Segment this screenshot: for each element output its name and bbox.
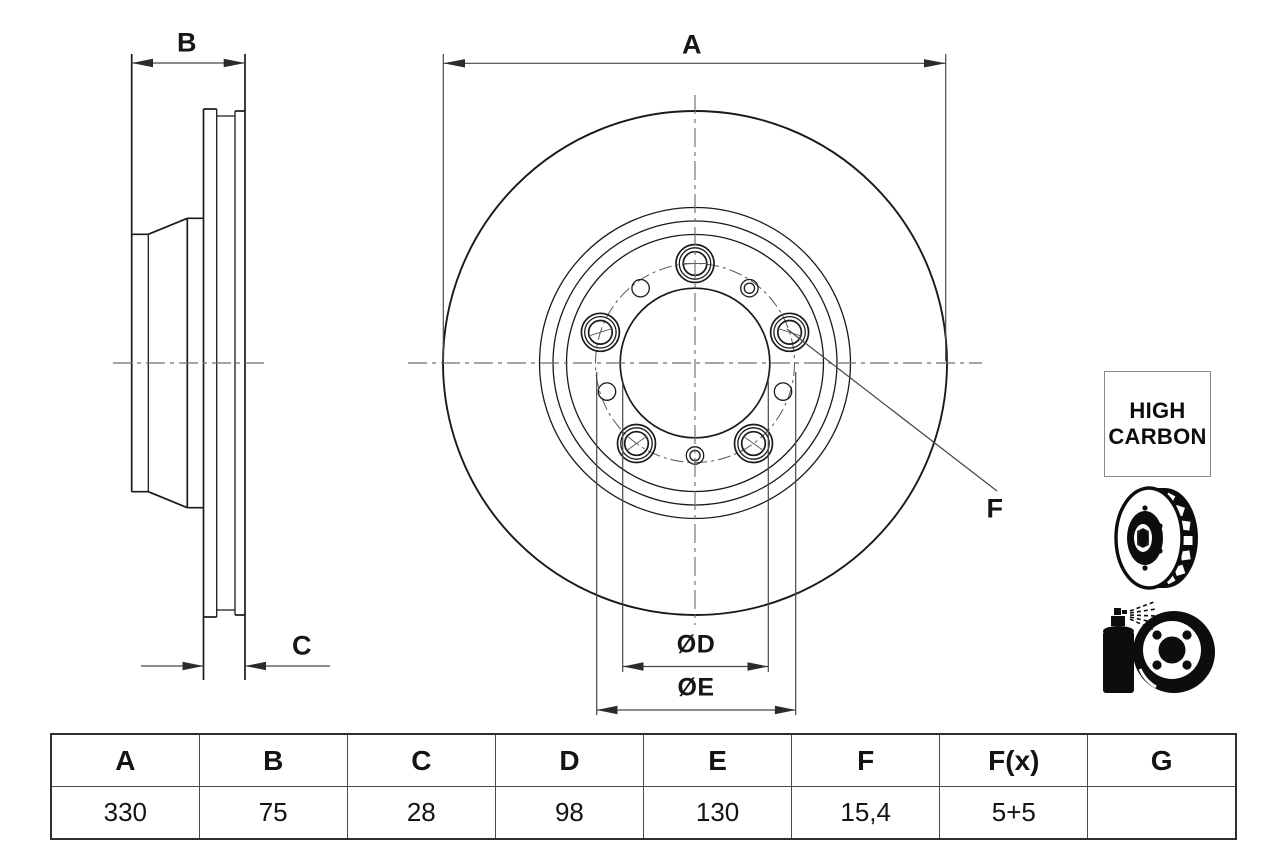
table-header-cell: A: [50, 733, 200, 787]
table-value-cell: 98: [494, 786, 645, 840]
table-value-cell: 15,4: [791, 786, 941, 840]
table-header-cell: C: [346, 733, 496, 787]
high-carbon-line1: HIGH: [1129, 398, 1186, 423]
dim-label-d: ØD: [676, 630, 716, 659]
leader-f: [786, 328, 998, 492]
bolt-hole: [616, 423, 657, 464]
dim-label-a: A: [682, 29, 702, 60]
table-header-row: A B C D E F F(x) G: [50, 733, 1237, 787]
high-carbon-line2: CARBON: [1108, 424, 1207, 449]
table-value-cell: 330: [50, 786, 200, 840]
small-hole: [773, 382, 793, 401]
dim-label-f: F: [986, 493, 1004, 524]
dimension-d: [622, 381, 769, 672]
table-header-cell: F: [791, 733, 941, 787]
dim-label-b: B: [177, 27, 197, 58]
high-carbon-badge: HIGH CARBON: [1104, 371, 1211, 477]
table-value-cell: 130: [642, 786, 793, 840]
dimension-e: [596, 372, 797, 715]
table-header-cell: D: [494, 733, 645, 787]
small-hole: [597, 382, 617, 401]
table-header-cell: E: [642, 733, 793, 787]
dim-label-e: ØE: [677, 673, 715, 702]
table-header-cell: F(x): [939, 733, 1089, 787]
table-value-cell: 28: [346, 786, 496, 840]
table-value-cell: 5+5: [939, 786, 1089, 840]
dimension-a: [442, 54, 947, 361]
vented-disc-icon: [1114, 486, 1198, 590]
dimension-b: [131, 58, 245, 68]
table-value-row: 330 75 28 98 130 15,4 5+5: [50, 786, 1237, 840]
front-view: [408, 95, 982, 625]
drawing-canvas: [113, 54, 998, 715]
bolt-hole: [733, 423, 774, 464]
table-value-cell: [1087, 786, 1237, 840]
bolt-hole: [580, 312, 621, 353]
table-header-cell: B: [198, 733, 348, 787]
dimension-c: [141, 661, 330, 671]
bolt-hole: [769, 312, 810, 353]
table-header-cell: G: [1087, 733, 1237, 787]
spray-coating-icon: [1103, 601, 1215, 693]
small-hole: [631, 278, 650, 298]
side-view: [113, 54, 265, 680]
dimensions-table: A B C D E F F(x) G 330 75 28 98 130 15,4…: [50, 733, 1237, 840]
small-hole: [740, 278, 759, 298]
table-value-cell: 75: [198, 786, 348, 840]
dim-label-c: C: [292, 630, 312, 661]
